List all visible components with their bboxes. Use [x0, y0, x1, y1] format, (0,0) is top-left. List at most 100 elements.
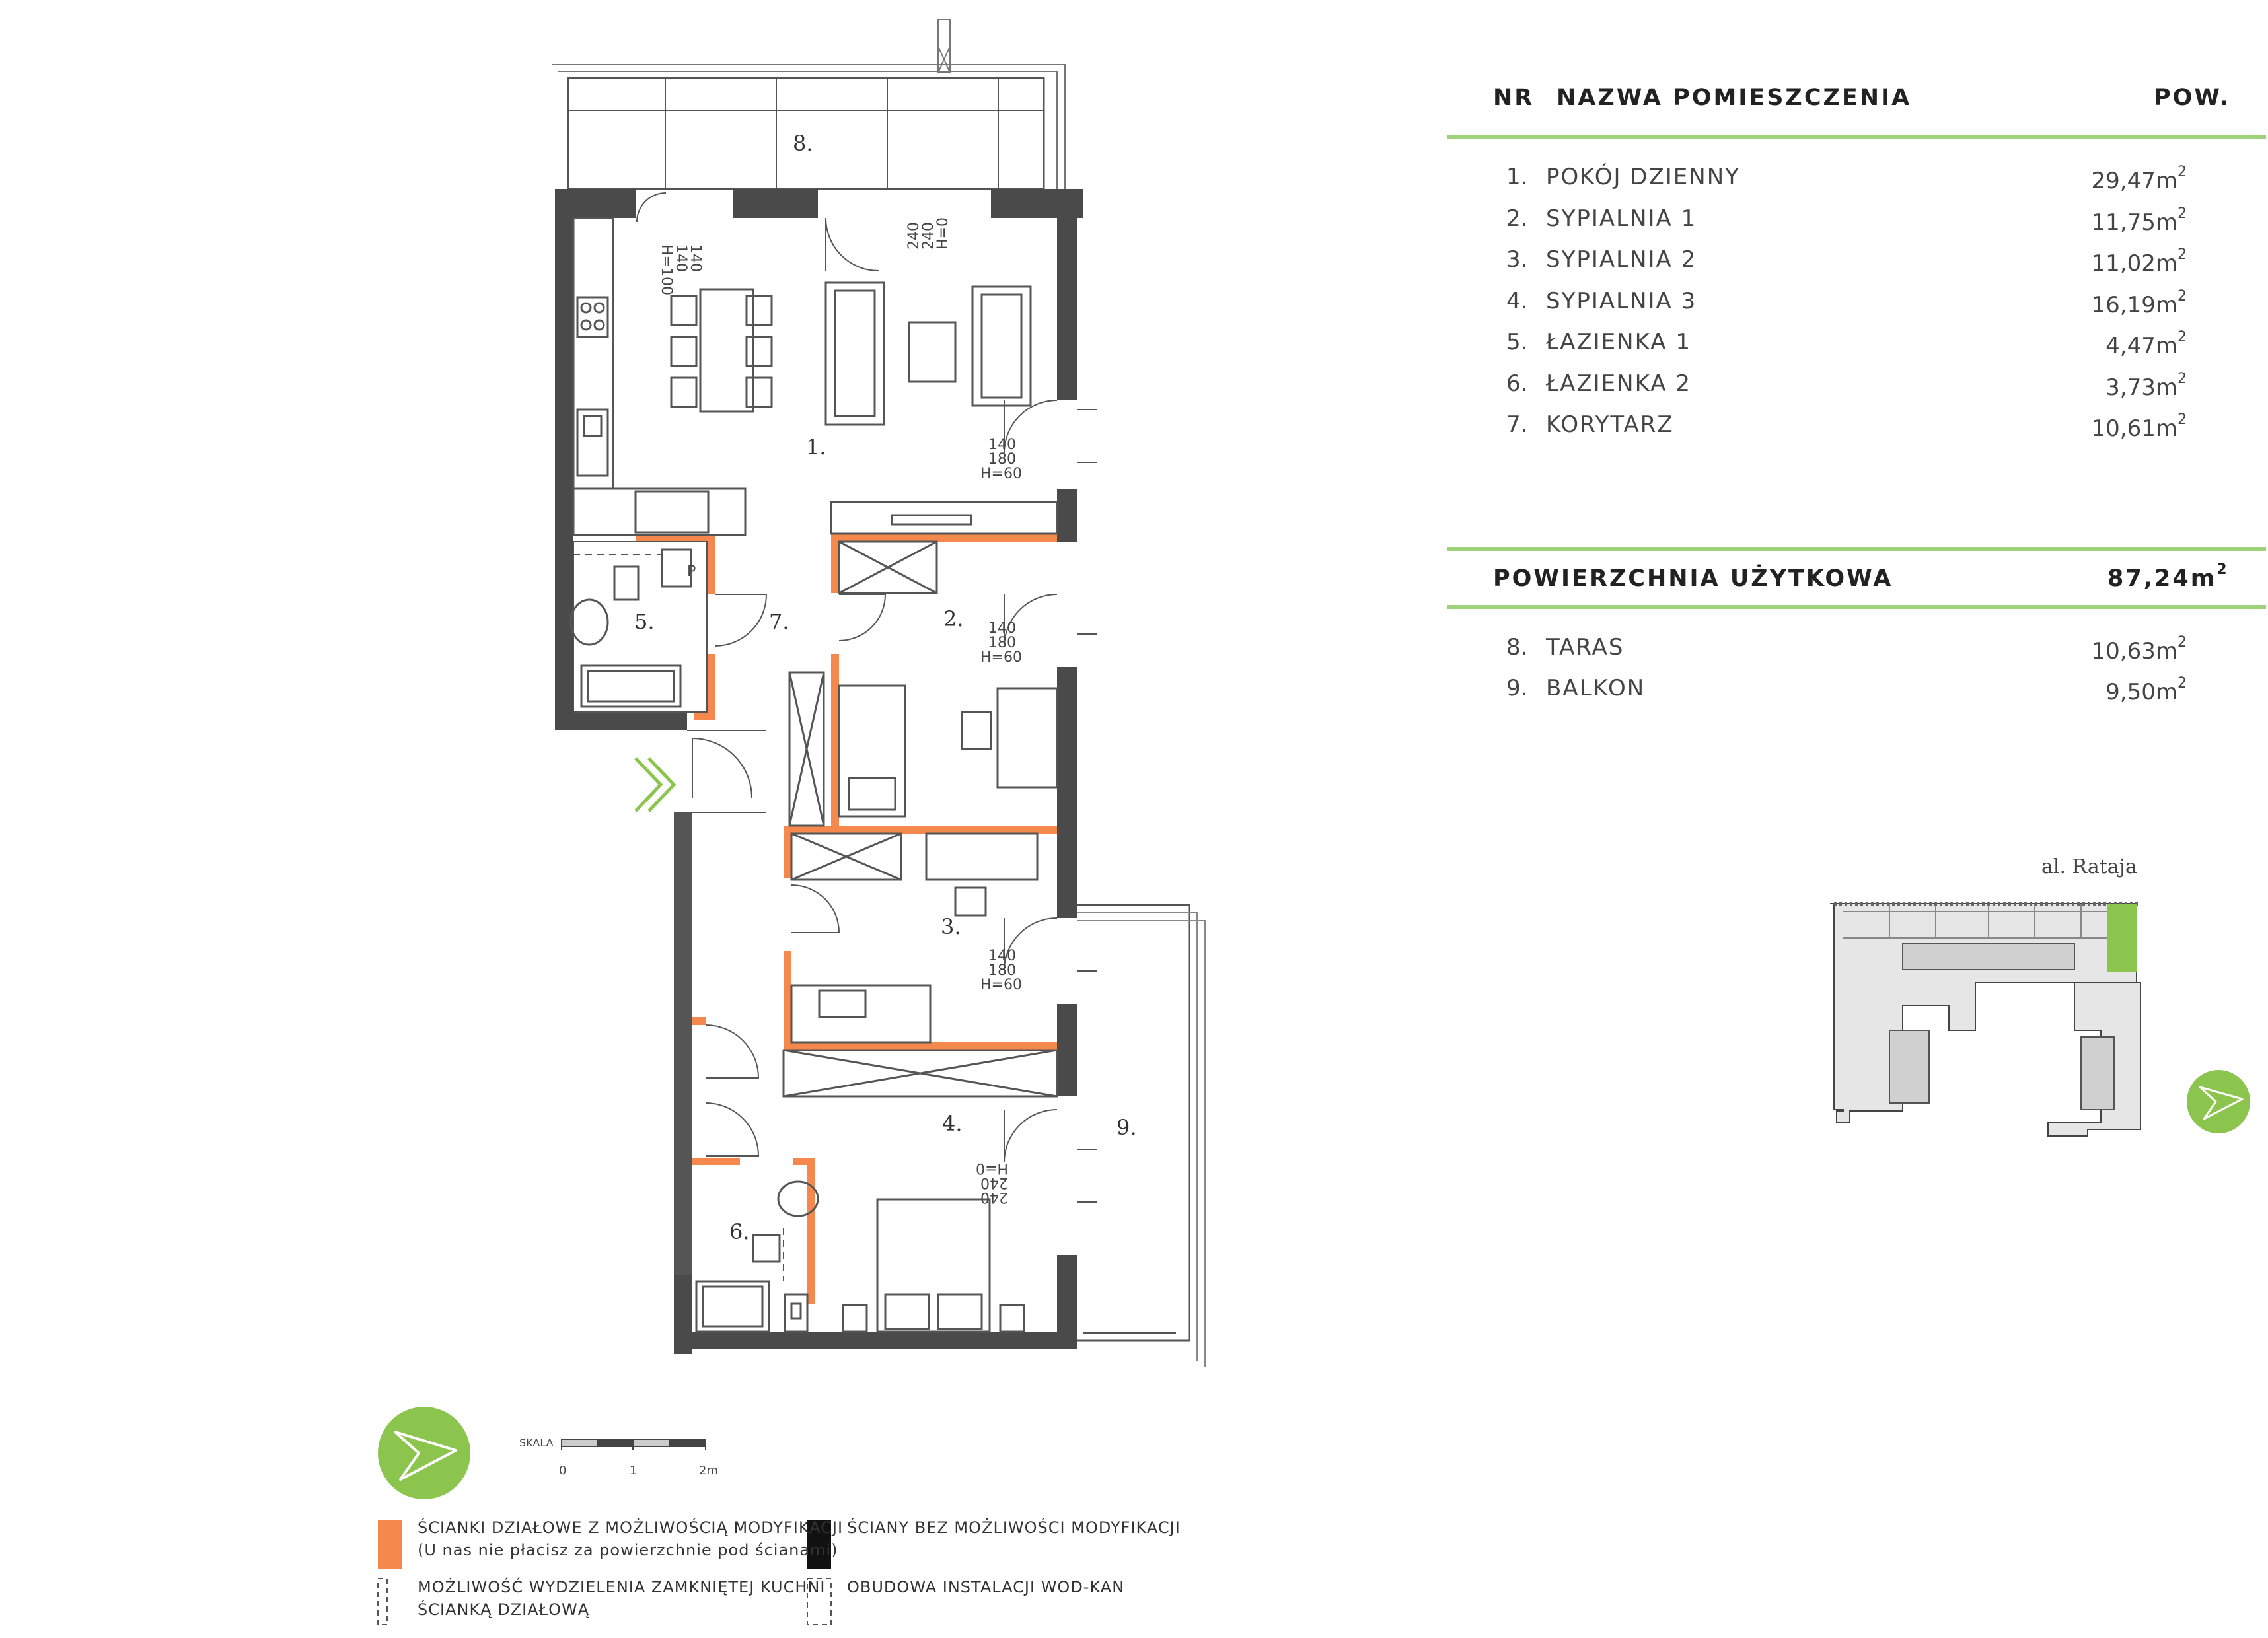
room-row: 6. ŁAZIENKA 2 3,73m2 — [1447, 371, 2226, 411]
room-nr: 2. — [1506, 205, 1528, 232]
svg-text:140: 140 — [687, 244, 704, 272]
room-label-8: 8. — [793, 131, 813, 156]
svg-text:240: 240 — [906, 222, 922, 250]
legend-fixed: ŚCIANY BEZ MOŻLIWOŚCI MODYFIKACJI — [847, 1518, 1181, 1537]
room-nr: 5. — [1506, 329, 1528, 355]
room-area: 4,47m2 — [2105, 329, 2187, 359]
total-divider-bottom — [1447, 605, 2266, 609]
scale-bar: SKALA 0 1 2m — [519, 1437, 718, 1478]
legend-swatches — [377, 1520, 832, 1625]
room-nr: 4. — [1506, 287, 1528, 314]
room-name: SYPIALNIA 1 — [1546, 205, 1697, 232]
room-area: 11,75m2 — [2091, 205, 2187, 236]
svg-text:140: 140 — [988, 620, 1016, 637]
room-nr: 3. — [1506, 246, 1528, 273]
scale-tick-1: 1 — [630, 1464, 637, 1478]
scale-tick-0: 0 — [559, 1464, 566, 1478]
entrance-chevron-icon — [634, 757, 677, 812]
outdoor-row: 9. BALKON 9,50m2 — [1447, 675, 2226, 716]
scale-tick-2: 2m — [699, 1464, 718, 1478]
svg-text:240: 240 — [920, 222, 937, 250]
svg-text:H=60: H=60 — [980, 466, 1022, 482]
svg-text:140: 140 — [988, 948, 1016, 964]
room-area: 11,02m2 — [2091, 246, 2187, 277]
room-label-2: 2. — [943, 606, 964, 631]
outdoor-name: BALKON — [1546, 675, 1646, 701]
key-plan-street: al. Rataja — [2041, 855, 2137, 878]
room-label-9: 9. — [1116, 1115, 1137, 1140]
outdoor-area: 10,63m2 — [2091, 634, 2187, 664]
total-divider-top — [1447, 547, 2266, 551]
svg-text:240: 240 — [980, 1174, 1008, 1191]
furniture — [569, 192, 1097, 1333]
room-area: 29,47m2 — [2091, 164, 2187, 194]
room-area: 10,61m2 — [2091, 411, 2187, 442]
key-plan-compass-icon — [2199, 1086, 2244, 1120]
room-name: SYPIALNIA 3 — [1546, 287, 1697, 314]
legend-modifiable: ŚCIANKI DZIAŁOWE Z MOŻLIWOŚCIĄ MODYFIKAC… — [418, 1518, 844, 1559]
room-row: 2. SYPIALNIA 1 11,75m2 — [1447, 205, 2226, 246]
room-label-5: 5. — [634, 609, 655, 634]
header-name: NAZWA POMIESZCZENIA — [1556, 85, 1912, 111]
svg-text:180: 180 — [988, 635, 1016, 651]
scale-label: SKALA — [519, 1437, 554, 1449]
svg-text:140: 140 — [988, 437, 1016, 453]
outdoor-nr: 9. — [1506, 675, 1528, 701]
room-nr: 1. — [1506, 164, 1528, 190]
legend-kitchen: MOŻLIWOŚĆ WYDZIELENIA ZAMKNIĘTEJ KUCHNI … — [418, 1578, 826, 1619]
room-name: ŁAZIENKA 2 — [1546, 370, 1691, 397]
room-label-1: 1. — [806, 435, 826, 460]
svg-text:240: 240 — [980, 1189, 1008, 1205]
room-name: SYPIALNIA 2 — [1546, 246, 1697, 273]
svg-text:H=60: H=60 — [980, 977, 1022, 993]
svg-text:H=100: H=100 — [658, 244, 675, 295]
svg-text:180: 180 — [988, 451, 1016, 468]
svg-text:H=60: H=60 — [980, 649, 1022, 666]
outdoor-row: 8. TARAS 10,63m2 — [1447, 634, 2226, 675]
apartment-highlight — [2107, 904, 2137, 972]
appliance-label: P — [687, 563, 696, 580]
room-row: 7. KORYTARZ 10,61m2 — [1447, 411, 2226, 452]
room-area: 3,73m2 — [2105, 370, 2187, 401]
total-area: 87,24m2 — [2107, 561, 2229, 592]
svg-text:H=0: H=0 — [976, 1160, 1008, 1176]
room-nr: 7. — [1506, 411, 1528, 438]
outdoor-nr: 8. — [1506, 634, 1528, 660]
header-area: POW. — [2154, 85, 2231, 111]
room-row: 4. SYPIALNIA 3 16,19m2 — [1447, 288, 2226, 329]
room-row: 5. ŁAZIENKA 1 4,47m2 — [1447, 329, 2226, 370]
svg-text:H=0: H=0 — [935, 217, 951, 250]
room-name: KORYTARZ — [1546, 411, 1674, 438]
legend-plumbing: OBUDOWA INSTALACJI WOD-KAN — [847, 1578, 1125, 1596]
room-row: 1. POKÓJ DZIENNY 29,47m2 — [1447, 164, 2226, 205]
outdoor-area: 9,50m2 — [2105, 675, 2187, 705]
terrace-8 — [552, 19, 1066, 190]
svg-text:140: 140 — [673, 244, 689, 272]
room-label-3: 3. — [941, 914, 961, 939]
room-label-4: 4. — [942, 1111, 963, 1136]
room-name: POKÓJ DZIENNY — [1546, 164, 1740, 190]
header-divider — [1447, 135, 2266, 139]
svg-text:180: 180 — [988, 962, 1016, 979]
room-nr: 6. — [1506, 370, 1528, 397]
total-label: POWIERZCHNIA UŻYTKOWA — [1493, 565, 1893, 592]
outdoor-name: TARAS — [1546, 634, 1625, 660]
room-area: 16,19m2 — [2091, 287, 2187, 318]
header-nr: NR — [1493, 85, 1535, 111]
compass-arrow-icon — [378, 1407, 470, 1499]
room-name: ŁAZIENKA 1 — [1546, 329, 1691, 355]
room-row: 3. SYPIALNIA 2 11,02m2 — [1447, 246, 2226, 287]
room-label-6: 6. — [729, 1219, 750, 1244]
room-label-7: 7. — [769, 609, 789, 634]
modifiable-walls — [636, 534, 1057, 1304]
key-plan: al. Rataja — [1830, 855, 2250, 1137]
balcony-9 — [1077, 904, 1206, 1367]
fixed-walls — [555, 189, 1083, 1354]
